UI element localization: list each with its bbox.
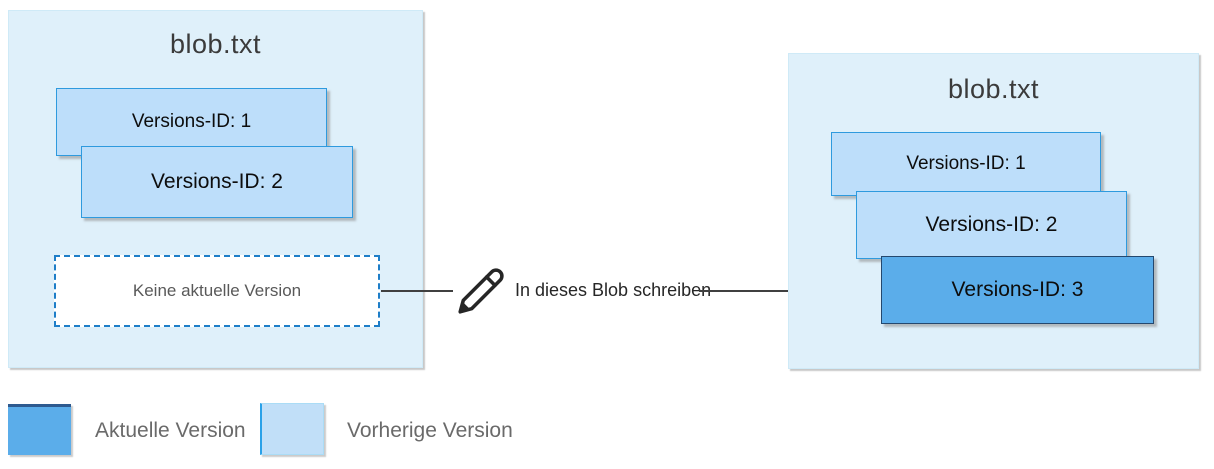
action-label: In dieses Blob schreiben <box>515 280 712 300</box>
connector-line <box>381 290 453 292</box>
version-card-previous: Versions-ID: 1 <box>56 88 327 156</box>
version-card-previous: Versions-ID: 1 <box>831 132 1101 196</box>
no-current-version-label: Keine aktuelle Version <box>132 281 302 300</box>
connector-arrow-line <box>699 290 867 292</box>
version-card-label: Versions-ID: 1 <box>906 153 1026 174</box>
legend-label-previous-version: Vorherige Version <box>347 419 513 442</box>
version-card-previous: Versions-ID: 2 <box>81 146 353 218</box>
legend-swatch-current-version <box>8 404 71 455</box>
legend-swatch-previous-version <box>260 403 324 455</box>
right-blob-title: blob.txt <box>947 74 1040 104</box>
version-card-label: Versions-ID: 3 <box>951 278 1084 301</box>
version-card-current: Versions-ID: 3 <box>881 256 1154 324</box>
version-card-previous: Versions-ID: 2 <box>856 191 1127 259</box>
legend-label-current-version: Aktuelle Version <box>95 419 246 442</box>
version-card-label: Versions-ID: 1 <box>131 111 252 132</box>
version-card-label: Versions-ID: 2 <box>925 213 1058 236</box>
version-card-label: Versions-ID: 2 <box>151 170 283 193</box>
left-blob-container: blob.txt Versions-ID: 1 Versions-ID: 2 K… <box>8 10 423 368</box>
left-blob-title: blob.txt <box>169 29 262 59</box>
no-current-version-box: Keine aktuelle Version <box>54 255 380 327</box>
pencil-icon <box>456 266 506 316</box>
right-blob-container: blob.txt Versions-ID: 1 Versions-ID: 2 V… <box>788 53 1199 369</box>
